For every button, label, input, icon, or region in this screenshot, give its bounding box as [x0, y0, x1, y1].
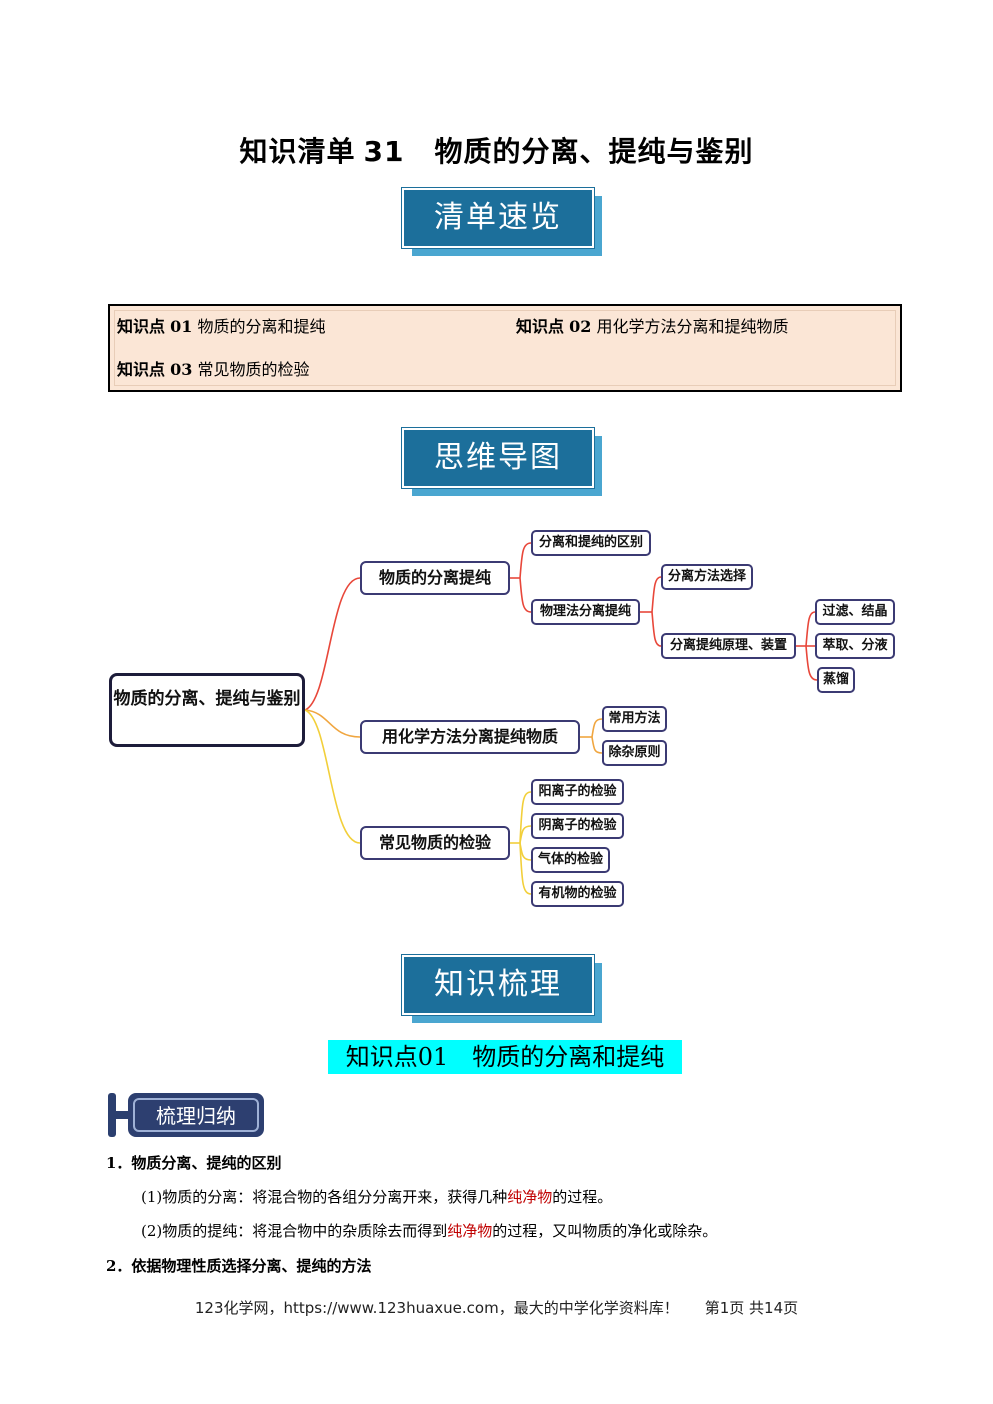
highlight-pure-substance-1: 纯净物	[507, 1188, 553, 1206]
heading-item-1: 1．物质分离、提纯的区别	[106, 1154, 282, 1172]
paragraph-purification: (2)物质的提纯：将混合物中的杂质除去而得到纯净物的过程，又叫物质的净化或除杂。	[141, 1222, 718, 1240]
mindmap-node-cation: 阳离子的检验	[531, 779, 624, 805]
overview-item-01: 知识点 01 物质的分离和提纯	[117, 317, 326, 336]
summary-tag: 梳理归纳	[108, 1093, 264, 1137]
mindmap-node-gas: 气体的检验	[531, 847, 610, 873]
footer-page-number: 第1页 共14页	[704, 1299, 799, 1317]
page-footer: 123化学网，https://www.123huaxue.com，最大的中学化学…	[0, 1297, 993, 1318]
mindmap-leaf-extraction: 萃取、分液	[815, 633, 895, 659]
mindmap-node-impurity-rules: 除杂原则	[602, 740, 667, 766]
mindmap-node-organic: 有机物的检验	[531, 881, 624, 907]
title-main: 物质的分离、提纯与鉴别	[434, 135, 754, 168]
summary-tag-label: 梳理归纳	[133, 1098, 259, 1132]
mindmap-branch-separation: 物质的分离提纯	[360, 561, 510, 595]
banner-mindmap: 思维导图	[401, 427, 602, 496]
footer-site: 123化学网，https://www.123huaxue.com，最大的中学化学…	[194, 1299, 679, 1317]
mindmap-node-distinction: 分离和提纯的区别	[531, 530, 651, 556]
mindmap-root: 物质的分离、提纯与鉴别	[109, 673, 305, 747]
heading-item-2: 2．依据物理性质选择分离、提纯的方法	[106, 1257, 372, 1275]
banner-review: 知识梳理	[401, 954, 602, 1023]
mindmap-node-method-choice: 分离方法选择	[661, 564, 753, 590]
paragraph-separation: (1)物质的分离：将混合物的各组分分离开来，获得几种纯净物的过程。	[141, 1188, 613, 1206]
mindmap-node-common-methods: 常用方法	[602, 706, 667, 732]
mindmap-node-principles: 分离提纯原理、装置	[661, 633, 796, 659]
mindmap-branch-detection: 常见物质的检验	[360, 826, 510, 860]
banner-overview-label: 清单速览	[401, 187, 595, 249]
mindmap-node-anion: 阴离子的检验	[531, 813, 624, 839]
mindmap-branch-chemical: 用化学方法分离提纯物质	[360, 720, 580, 754]
mindmap-node-physical: 物理法分离提纯	[531, 599, 640, 625]
title-number: 31	[363, 135, 405, 168]
banner-mindmap-label: 思维导图	[401, 427, 595, 489]
overview-item-03: 知识点 03 常见物质的检验	[117, 360, 310, 379]
mindmap-leaf-filtration: 过滤、结晶	[815, 599, 895, 625]
highlight-pure-substance-2: 纯净物	[447, 1222, 493, 1240]
overview-table: 知识点 01 物质的分离和提纯 知识点 02 用化学方法分离和提纯物质 知识点 …	[108, 304, 902, 392]
banner-review-label: 知识梳理	[401, 954, 595, 1016]
title-prefix: 知识清单	[239, 135, 356, 168]
banner-overview: 清单速览	[401, 187, 602, 256]
mindmap-leaf-distillation: 蒸馏	[817, 667, 855, 693]
section-title: 知识点01 物质的分离和提纯	[328, 1040, 682, 1074]
overview-item-02: 知识点 02 用化学方法分离和提纯物质	[516, 317, 789, 336]
